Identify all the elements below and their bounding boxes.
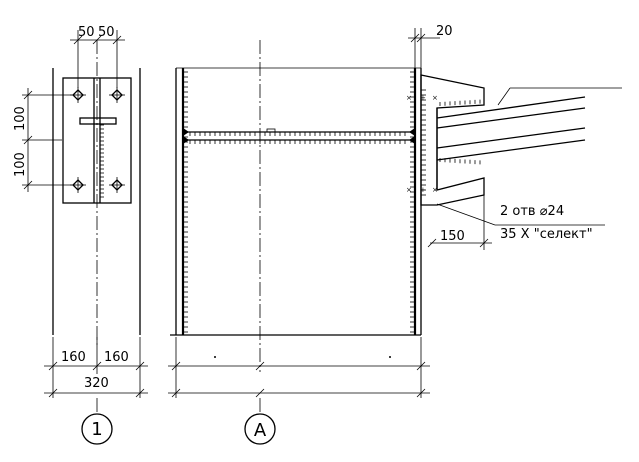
crossbar — [79, 117, 117, 125]
dim-bracket-width: 150 — [440, 229, 465, 244]
dim-bottom-half-left: 160 — [61, 350, 86, 365]
dim-vert-upper: 100 — [13, 106, 28, 131]
svg-text:×: × — [406, 186, 412, 194]
axis-label-1: 1 — [91, 419, 102, 440]
left-view: 50 50 100 100 160 1 — [13, 25, 148, 445]
dim-bottom-half-right: 160 — [104, 350, 129, 365]
bottom-right-dimension — [168, 337, 430, 398]
right-view: + + × × × × 20 150 2 отв ⌀24 35 Х "се — [168, 24, 622, 445]
note-material: 35 Х "селект" — [500, 227, 593, 242]
dim-bottom-total: 320 — [84, 376, 109, 391]
beam-notch — [266, 128, 276, 133]
top-left-dimension: 50 50 — [70, 25, 125, 88]
note-holes: 2 отв ⌀24 — [500, 204, 564, 219]
dim-top-right: 20 — [436, 24, 453, 39]
svg-text:×: × — [432, 94, 438, 102]
axis-label-a: A — [254, 420, 267, 441]
axis-marker-a: A — [244, 398, 276, 445]
vertical-dimension: 100 100 — [13, 88, 72, 192]
bolt-symbols — [70, 87, 125, 193]
column-weld-marks — [183, 71, 415, 333]
bracket-outline — [420, 74, 485, 206]
bracket-width-dimension: 150 — [427, 195, 492, 250]
svg-text:×: × — [432, 186, 438, 194]
bottom-left-dimension: 160 160 320 — [44, 337, 148, 398]
top-right-dimension: 20 — [408, 24, 453, 68]
dim-top-left-b: 50 — [98, 25, 115, 40]
bracket-weld-marks — [421, 89, 481, 196]
dim-vert-lower: 100 — [13, 152, 28, 177]
dim-top-left-a: 50 — [78, 25, 95, 40]
bracket: + + × × × × — [406, 74, 622, 226]
svg-text:×: × — [406, 94, 412, 102]
svg-text:+: + — [420, 94, 426, 102]
axis-marker-1: 1 — [81, 398, 113, 445]
rib-weld-marks — [100, 124, 104, 198]
